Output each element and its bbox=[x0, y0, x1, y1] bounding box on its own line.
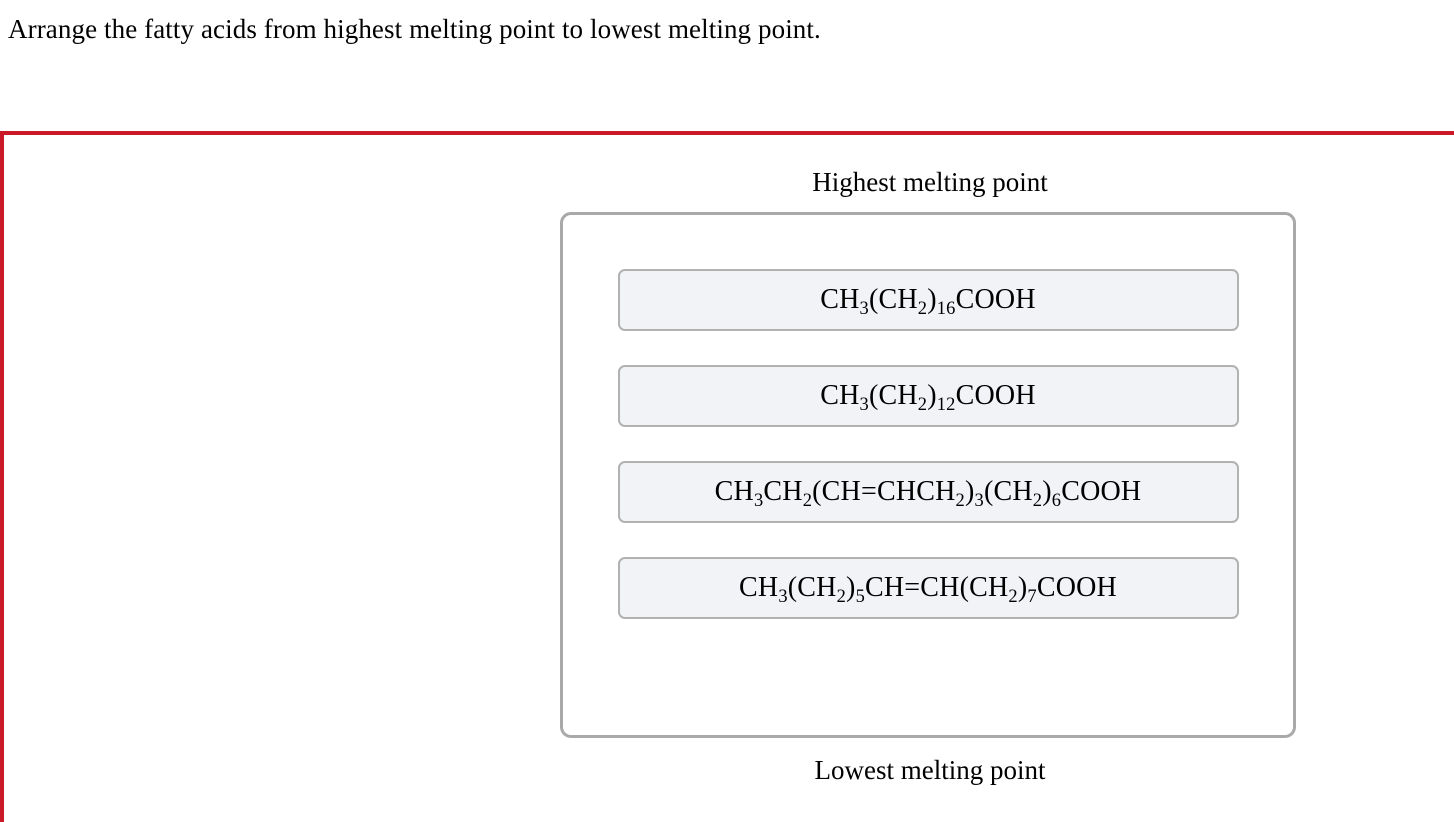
rank-item[interactable]: CH3(CH2)12COOH bbox=[617, 365, 1239, 427]
rank-item[interactable]: CH3(CH2)5CH=CH(CH2)7COOH bbox=[617, 557, 1239, 619]
chemical-formula: CH3(CH2)12COOH bbox=[820, 380, 1036, 414]
ranking-dropzone[interactable]: CH3(CH2)16COOH CH3(CH2)12COOH CH3CH2(CH=CH… bbox=[560, 212, 1296, 738]
question-prompt: Arrange the fatty acids from highest mel… bbox=[8, 14, 821, 44]
chemical-formula: CH3CH2(CH=CHCH2)3(CH2)6COOH bbox=[714, 476, 1142, 510]
rank-item[interactable]: CH3CH2(CH=CHCH2)3(CH2)6COOH bbox=[617, 461, 1239, 523]
lowest-melting-point-label: Lowest melting point bbox=[814, 755, 1046, 785]
highest-melting-point-label: Highest melting point bbox=[812, 167, 1048, 197]
rank-item[interactable]: CH3(CH2)16COOH bbox=[617, 269, 1239, 331]
chemical-formula: CH3(CH2)5CH=CH(CH2)7COOH bbox=[739, 572, 1117, 606]
chemical-formula: CH3(CH2)16COOH bbox=[820, 284, 1036, 318]
